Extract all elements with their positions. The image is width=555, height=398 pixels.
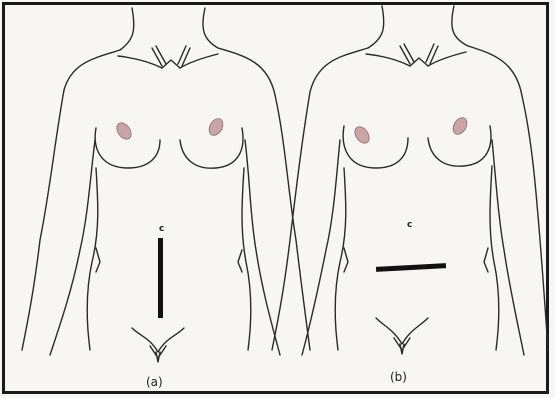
pubic-v-a: [132, 328, 184, 352]
incision-horizontal-b: [376, 263, 446, 272]
arm-inner-left-b: [302, 140, 340, 355]
nipple-left-a: [114, 120, 134, 142]
neck-muscle-right-a: [178, 46, 190, 66]
pubic-v-inner-b: [394, 338, 410, 354]
pubic-v-b: [376, 318, 428, 344]
iliac-right-b: [484, 248, 488, 272]
arm-outer-right-b: [522, 96, 548, 350]
shoulder-left-b: [310, 48, 368, 92]
shoulder-right-b: [468, 46, 522, 96]
arm-inner-right-b: [492, 140, 524, 355]
nipple-right-a: [206, 116, 225, 138]
panel-label-a: (a): [146, 375, 163, 389]
arm-inner-left-a: [50, 140, 95, 355]
neck-muscle-left-b: [400, 44, 414, 64]
neck-muscle-left-a: [152, 46, 166, 66]
iliac-right-a: [238, 250, 242, 272]
neck-right-a: [203, 8, 218, 48]
umbilicus-mark-a: c: [159, 224, 164, 234]
neck-left-a: [120, 8, 134, 50]
collar-left-a: [118, 56, 162, 68]
nipple-left-b: [352, 124, 372, 146]
torso-b: [272, 6, 548, 355]
neck-left-b: [368, 6, 384, 48]
nipple-right-b: [450, 115, 469, 137]
umbilicus-mark-b: c: [407, 220, 412, 230]
neck-muscle-right-b: [426, 44, 438, 64]
iliac-left-b: [344, 248, 348, 272]
collar-left-b: [366, 54, 410, 66]
iliac-left-a: [96, 248, 100, 272]
breast-left-b: [343, 126, 408, 168]
arm-outer-left-a: [22, 90, 64, 350]
torso-a: [22, 8, 310, 362]
panel-label-b: (b): [390, 370, 407, 384]
incision-vertical-a: [158, 238, 163, 318]
neck-right-b: [452, 6, 468, 46]
flank-left-b: [335, 168, 346, 350]
pubic-v-inner-a: [150, 346, 166, 362]
shoulder-right-a: [218, 48, 275, 95]
shoulder-left-a: [64, 50, 120, 90]
